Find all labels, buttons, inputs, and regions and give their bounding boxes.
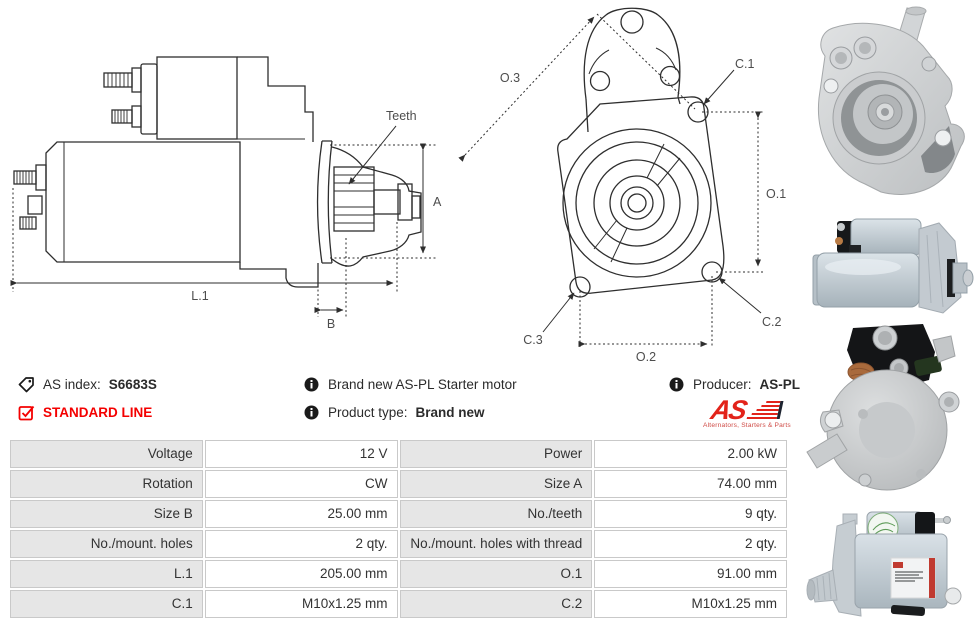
as-logo-text: AS [708, 395, 749, 425]
front-view-dim-c1-label: C.1 [735, 57, 755, 71]
side-view-dim-a-label: A [433, 195, 442, 209]
spec-value: 25.00 mm [204, 500, 398, 528]
spec-value: 2.00 kW [594, 440, 787, 468]
producer-label: Producer: [693, 377, 752, 392]
spec-label: O.1 [399, 560, 593, 588]
standard-line-badge: STANDARD LINE [43, 405, 153, 420]
spec-value: 74.00 mm [594, 470, 787, 498]
front-view-dim-o3-label: O.3 [500, 71, 520, 85]
description-row: Brand new AS-PL Starter motor [303, 376, 517, 393]
product-type-row: Product type: Brand new [303, 404, 485, 421]
spec-value: M10x1.25 mm [204, 590, 398, 618]
spec-label: No./mount. holes [10, 530, 203, 558]
spec-label: No./mount. holes with thread [399, 530, 593, 558]
front-view-dim-c3-label: C.3 [523, 333, 543, 347]
spec-label: L.1 [10, 560, 203, 588]
front-view-technical-drawing: O.3 O.1 O.2 C.1 C.2 C.3 [458, 7, 786, 364]
product-photo-flange[interactable] [803, 6, 975, 201]
spec-value: 2 qty. [594, 530, 787, 558]
as-index-label: AS index: [43, 377, 101, 392]
spec-value: 9 qty. [594, 500, 787, 528]
info-icon [303, 376, 320, 393]
spec-label: Voltage [10, 440, 203, 468]
spec-label: Size B [10, 500, 203, 528]
info-icon [668, 376, 685, 393]
side-view-dim-b-label: B [327, 317, 335, 331]
side-view-teeth-label: Teeth [386, 109, 417, 123]
product-type-value: Brand new [415, 405, 485, 420]
spec-label: Power [399, 440, 593, 468]
front-view-dim-c2-label: C.2 [762, 315, 782, 329]
as-logo-stripes [746, 401, 780, 419]
info-icon [303, 404, 320, 421]
product-photo-side-label[interactable] [803, 500, 975, 630]
front-view-dim-o1-label: O.1 [766, 187, 786, 201]
as-index-row: AS index: S6683S [18, 376, 157, 393]
as-index-value: S6683S [108, 377, 157, 392]
spec-label: C.1 [10, 590, 203, 618]
spec-label: Rotation [10, 470, 203, 498]
spec-value: 91.00 mm [594, 560, 787, 588]
spec-label: C.2 [399, 590, 593, 618]
spec-value: 2 qty. [204, 530, 398, 558]
description-text: Brand new AS-PL Starter motor [328, 377, 517, 392]
spec-value: 12 V [204, 440, 398, 468]
spec-value: M10x1.25 mm [594, 590, 787, 618]
checkbox-checked-icon [18, 404, 35, 421]
producer-value: AS-PL [759, 377, 801, 392]
product-type-label: Product type: [328, 405, 408, 420]
standard-line-row: STANDARD LINE [18, 404, 152, 421]
spec-table: Voltage 12 V Power 2.00 kW Rotation CW S… [10, 440, 787, 618]
spec-label: No./teeth [399, 500, 593, 528]
spec-value: 205.00 mm [204, 560, 398, 588]
tag-icon [18, 376, 35, 393]
side-view-technical-drawing: Teeth A L.1 B [10, 56, 442, 331]
product-photo-rear[interactable] [803, 322, 975, 497]
front-view-dim-o2-label: O.2 [636, 350, 656, 364]
product-photo-side[interactable] [803, 201, 975, 321]
spec-value: CW [204, 470, 398, 498]
spec-label: Size A [399, 470, 593, 498]
producer-row: Producer: AS-PL [668, 376, 800, 393]
side-view-dim-l1-label: L.1 [191, 289, 208, 303]
as-logo-caption: Alternators, Starters & Parts [703, 422, 791, 429]
as-pl-logo: AS Alternators, Starters & Parts [699, 395, 795, 429]
